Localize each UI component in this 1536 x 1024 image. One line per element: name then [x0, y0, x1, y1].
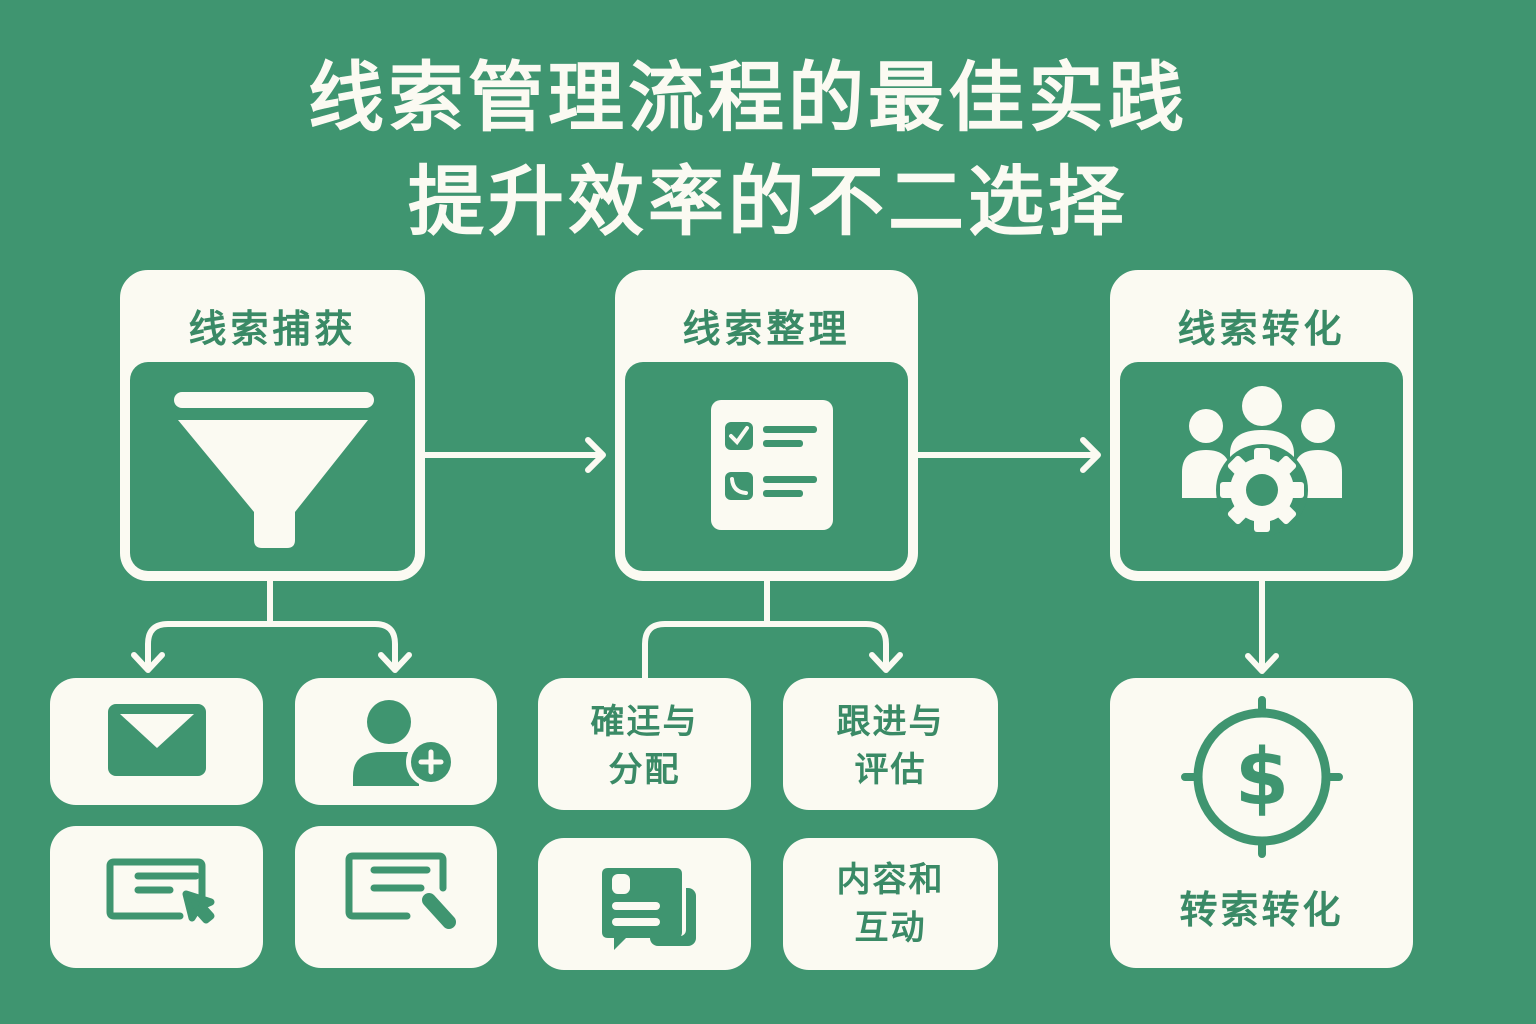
- stage-lead-organize: 线索整理: [615, 270, 918, 581]
- checklist-icon: [711, 400, 833, 530]
- step-content-interaction: 内容和 互动: [783, 838, 998, 970]
- dollar-target-icon: $: [1181, 696, 1343, 858]
- step-chat: [538, 838, 751, 970]
- branch-organize: [642, 577, 903, 681]
- channel-web-form: [50, 826, 263, 968]
- channel-email: [50, 678, 263, 805]
- stage-panel: [625, 362, 908, 571]
- arrow-capture-to-organize: [422, 437, 606, 473]
- web-form-click-icon: [106, 858, 215, 924]
- stage-lead-convert: 线索转化: [1110, 270, 1413, 581]
- step-label-line-2: 分配: [608, 750, 681, 790]
- title-line-1: 线索管理流程的最佳实践: [308, 53, 1188, 142]
- svg-text:$: $: [1235, 733, 1289, 823]
- conversion-label: 转索转化: [1179, 888, 1344, 932]
- stage-label: 线索捕获: [188, 307, 357, 351]
- step-label-line-1: 内容和: [836, 860, 945, 900]
- stage-panel: [1120, 362, 1403, 571]
- step-label-line-2: 评估: [854, 750, 927, 790]
- form-edit-icon: [345, 852, 456, 929]
- chat-icon: [602, 868, 696, 950]
- team-gear-icon: [1182, 386, 1342, 536]
- step-confirm-assign: 確迋与 分配: [538, 678, 751, 810]
- step-label-line-1: 確迋与: [590, 702, 699, 742]
- title-line-2: 提升效率的不二选择: [408, 157, 1128, 246]
- channel-form-edit: [295, 826, 497, 968]
- step-follow-evaluate: 跟进与 评估: [783, 678, 998, 810]
- conversion-result: $ 转索转化: [1110, 678, 1413, 968]
- email-icon: [108, 704, 206, 776]
- step-label-line-1: 跟进与: [836, 702, 945, 742]
- arrow-organize-to-convert: [915, 437, 1101, 473]
- stage-lead-capture: 线索捕获: [120, 270, 425, 581]
- add-user-icon: [353, 700, 456, 787]
- stage-label: 线索整理: [682, 307, 851, 351]
- stage-label: 线索转化: [1177, 307, 1346, 351]
- channel-add-user: [295, 678, 497, 805]
- arrow-convert-down: [1245, 577, 1279, 674]
- stage-panel: [130, 362, 415, 571]
- branch-capture: [131, 577, 412, 673]
- funnel-icon: [174, 392, 374, 548]
- step-label-line-2: 互动: [854, 908, 927, 948]
